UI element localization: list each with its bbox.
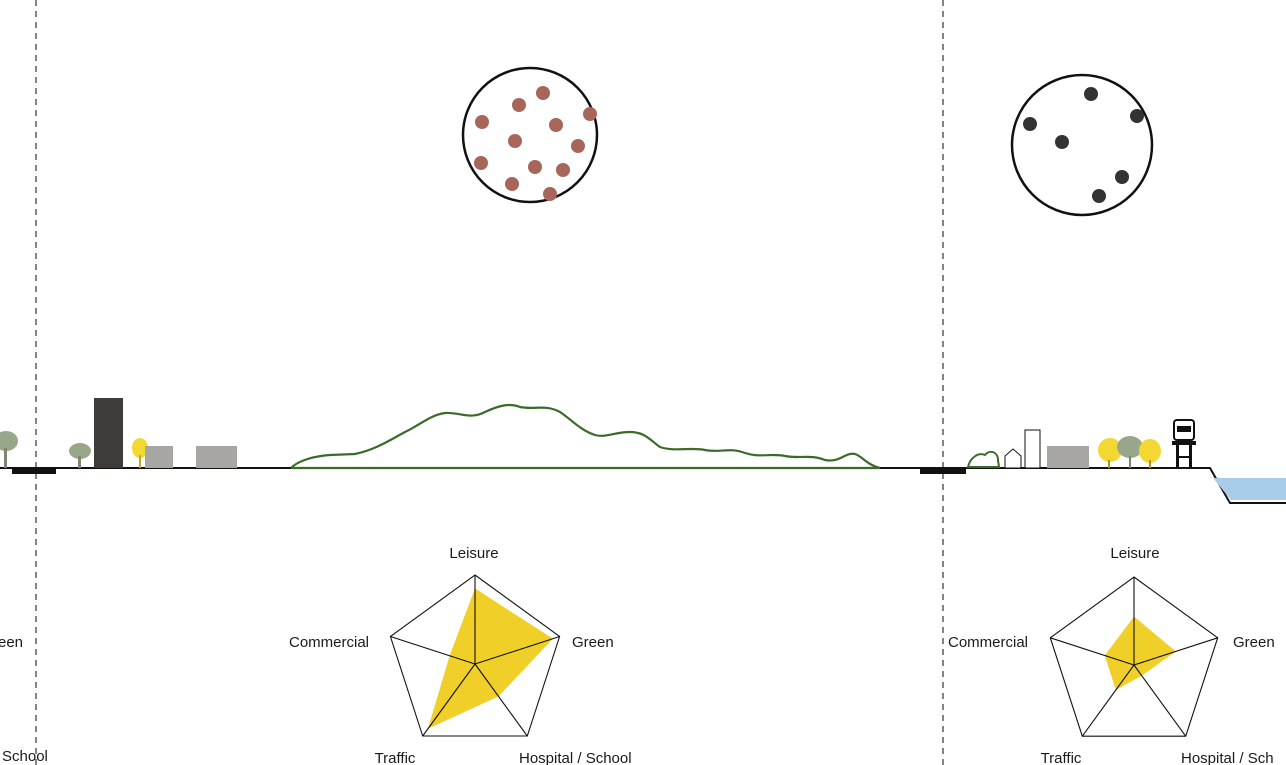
tree-cluster — [1098, 436, 1161, 468]
tree-yellow-small — [132, 438, 148, 468]
radar-label-commercial: Commercial — [289, 634, 369, 651]
road-marker-left — [12, 467, 56, 474]
density-dot — [1092, 189, 1106, 203]
density-dot — [543, 187, 557, 201]
density-dot — [549, 118, 563, 132]
train-platform-icon — [1172, 419, 1196, 468]
radar-spoke-hospital-school — [1133, 664, 1187, 737]
density-dot — [536, 86, 550, 100]
radar-spoke-traffic — [422, 663, 476, 737]
radar-fill-right — [1104, 616, 1176, 690]
radar-label-commercial-right: Commercial — [948, 634, 1028, 651]
tower-building — [94, 398, 123, 468]
density-dot — [1023, 117, 1037, 131]
green-hill — [290, 403, 881, 470]
radar-label-leisure-right: Leisure — [1110, 545, 1159, 562]
house-icon — [1004, 448, 1022, 469]
density-dot — [512, 98, 526, 112]
density-dot — [1055, 135, 1069, 149]
radar-label-green-right: Green — [1233, 634, 1275, 651]
radar-label-green-partial: een — [0, 634, 23, 651]
density-dot — [508, 134, 522, 148]
density-dot — [1130, 109, 1144, 123]
density-dot — [556, 163, 570, 177]
radar-label-hospital-school-right: Hospital / Sch — [1181, 750, 1274, 765]
density-dot — [474, 156, 488, 170]
radar-spoke-green — [1133, 637, 1218, 666]
radar-chart-right — [1049, 576, 1219, 737]
low-block-3 — [1047, 446, 1089, 468]
radar-frame-right — [1049, 576, 1219, 737]
density-dot — [583, 107, 597, 121]
radar-spokes-right — [1050, 577, 1218, 737]
radar-spoke-hospital-school — [474, 663, 528, 737]
density-circle-sparse — [1010, 73, 1154, 217]
road-marker-right — [920, 467, 966, 474]
water-body — [1213, 478, 1286, 500]
radar-spoke-green — [474, 635, 560, 665]
density-dot — [1084, 87, 1098, 101]
tree-green-small — [69, 443, 91, 468]
density-dot — [1115, 170, 1129, 184]
radar-frame-middle — [389, 574, 561, 737]
low-block-1 — [145, 446, 173, 468]
density-dot — [475, 115, 489, 129]
radar-label-school-partial: School — [2, 748, 48, 765]
radar-label-hospital-school: Hospital / School — [519, 750, 632, 765]
density-dot — [505, 177, 519, 191]
radar-label-leisure: Leisure — [449, 545, 498, 562]
radar-chart-middle — [389, 574, 561, 737]
radar-spoke-commercial — [1050, 637, 1135, 666]
radar-spoke-commercial — [390, 635, 476, 665]
radar-label-traffic: Traffic — [375, 750, 416, 765]
density-circle-dense — [461, 66, 599, 204]
density-dot — [571, 139, 585, 153]
tall-white-building — [1024, 429, 1041, 469]
density-dot — [528, 160, 542, 174]
ground-line — [0, 467, 1286, 504]
radar-spoke-traffic — [1081, 664, 1135, 737]
radar-label-traffic-right: Traffic — [1041, 750, 1082, 765]
green-shrub — [966, 450, 1001, 468]
radar-spokes-middle — [390, 575, 560, 737]
tree-left-edge — [0, 431, 18, 468]
low-block-2 — [196, 446, 237, 468]
radar-label-green: Green — [572, 634, 614, 651]
